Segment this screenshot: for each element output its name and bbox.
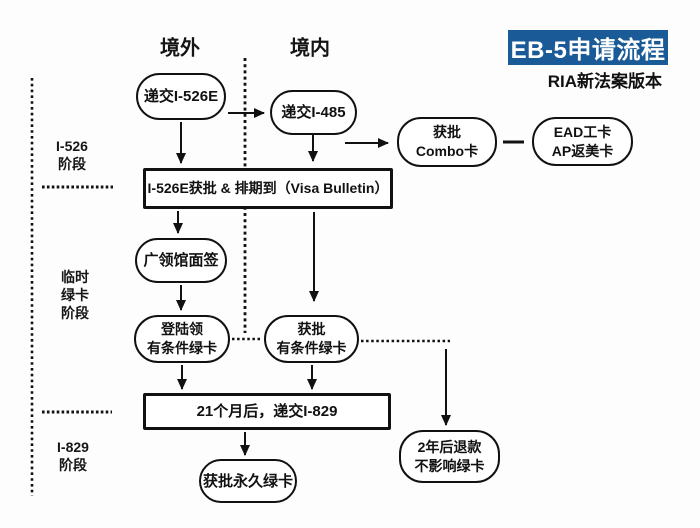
column-header-domestic: 境内	[290, 37, 330, 60]
node-visa-bulletin: I-526E获批 & 排期到（Visa Bulletin）	[143, 168, 393, 209]
node-consulate-interview: 广领馆面签	[135, 238, 227, 283]
stage-label-i829: I-829 阶段	[57, 438, 89, 474]
title-banner: EB-5申请流程	[508, 30, 668, 65]
title-subtitle: RIA新法案版本	[547, 72, 662, 91]
stage-label-line: I-526	[56, 138, 88, 154]
node-label: 获批永久绿卡	[202, 472, 293, 490]
node-permanent-greencard: 获批永久绿卡	[199, 459, 297, 503]
stage-label-line: 临时	[61, 269, 89, 285]
stage-label-temp-greencard: 临时 绿卡 阶段	[61, 268, 89, 322]
node-land-conditional-greencard: 登陆领 有条件绿卡	[134, 315, 230, 363]
node-label: 获批	[297, 321, 326, 337]
node-label: 有条件绿卡	[276, 340, 347, 356]
node-label: 有条件绿卡	[147, 340, 217, 356]
node-label: 21个月后，递交I-829	[196, 403, 338, 420]
stage-label-line: 绿卡	[61, 287, 89, 303]
node-label: EAD工卡	[553, 123, 612, 140]
node-submit-i485: 递交I-485	[270, 90, 357, 135]
node-label: 获批	[433, 124, 461, 140]
node-submit-i526e: 递交I-526E	[136, 73, 226, 120]
node-refund-after-2-years: 2年后退款 不影响绿卡	[399, 430, 500, 483]
node-label: 递交I-526E	[143, 88, 219, 105]
node-submit-i829: 21个月后，递交I-829	[143, 393, 391, 430]
stage-label-i526: I-526 阶段	[56, 137, 88, 173]
node-combo-card: 获批 Combo卡	[397, 117, 497, 167]
node-label: I-526E获批 & 排期到（Visa Bulletin）	[147, 180, 389, 196]
node-label: Combo卡	[415, 143, 479, 159]
node-ead-ap-card: EAD工卡 AP返美卡	[532, 117, 633, 166]
stage-label-line: 阶段	[57, 156, 86, 172]
column-header-overseas: 境外	[160, 37, 200, 60]
node-label: 广领馆面签	[143, 252, 219, 269]
node-label: AP返美卡	[551, 142, 614, 159]
stage-label-line: 阶段	[61, 305, 89, 321]
node-label: 不影响绿卡	[414, 457, 485, 474]
node-label: 递交I-485	[281, 104, 346, 121]
node-label: 2年后退款	[417, 438, 482, 455]
stage-label-line: I-829	[57, 439, 89, 455]
node-label: 登陆领	[161, 321, 203, 337]
node-approved-conditional-greencard: 获批 有条件绿卡	[264, 315, 359, 363]
stage-label-line: 阶段	[58, 457, 87, 473]
